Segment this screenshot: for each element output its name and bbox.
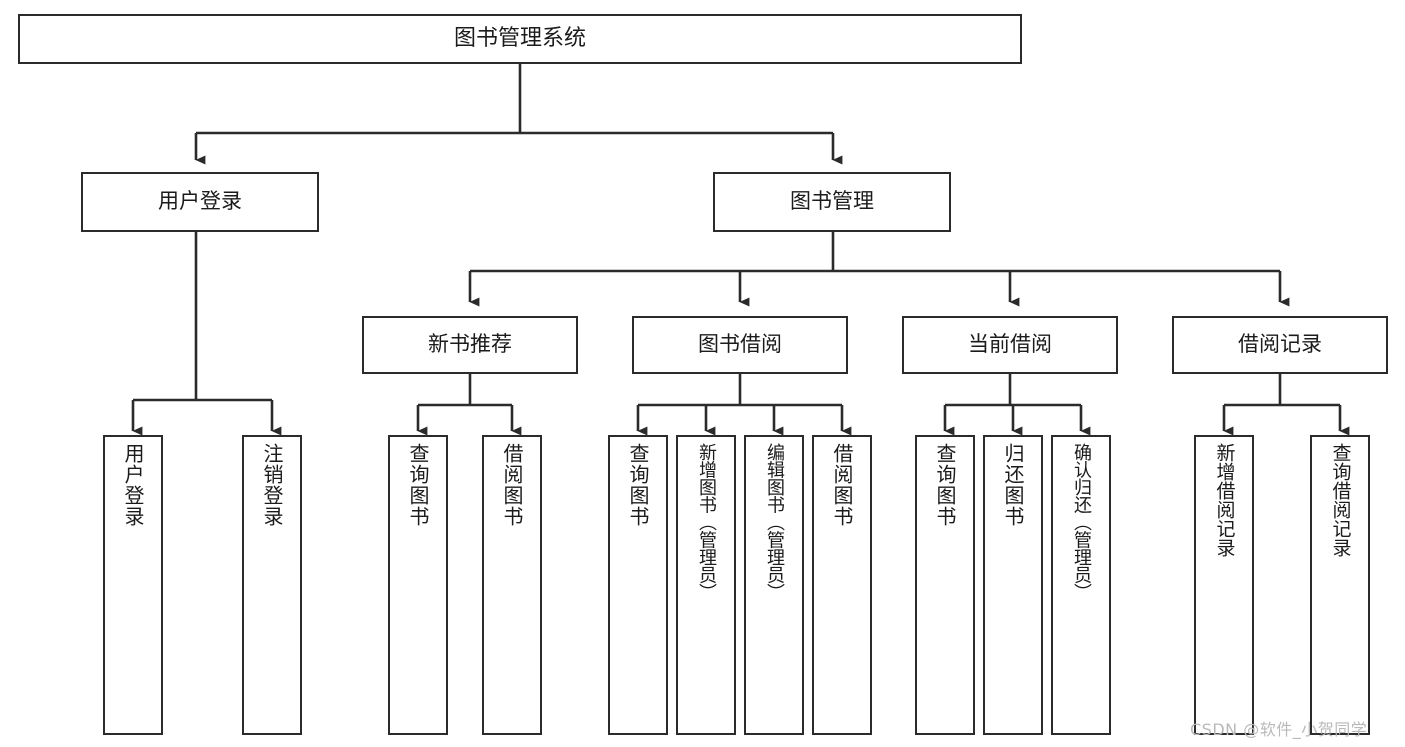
node-leaf-rec-add-record[interactable]: 新增借阅记录 <box>1194 435 1254 735</box>
node-leaf-cur-query-book[interactable]: 查询图书 <box>915 435 975 735</box>
node-leaf-cur-confirm-return-label: 确认归还（管理员） <box>1071 443 1092 601</box>
node-leaf-borrow-query-book-label: 查询图书 <box>626 443 650 527</box>
node-current-borrow-label: 当前借阅 <box>968 332 1052 357</box>
node-leaf-borrow-borrow-book-label: 借阅图书 <box>830 443 854 527</box>
node-leaf-user-logout-label: 注销登录 <box>260 443 284 527</box>
node-leaf-borrow-edit-book[interactable]: 编辑图书（管理员） <box>744 435 804 735</box>
node-leaf-user-login-label: 用户登录 <box>121 443 145 527</box>
node-leaf-rec-query-book-label: 查询图书 <box>406 443 430 527</box>
node-user-login-label: 用户登录 <box>158 189 242 214</box>
node-leaf-borrow-borrow-book[interactable]: 借阅图书 <box>812 435 872 735</box>
node-leaf-rec-add-record-label: 新增借阅记录 <box>1213 443 1236 557</box>
node-leaf-cur-confirm-return[interactable]: 确认归还（管理员） <box>1051 435 1111 735</box>
node-book-borrow[interactable]: 图书借阅 <box>632 316 848 374</box>
node-leaf-user-login[interactable]: 用户登录 <box>103 435 163 735</box>
node-borrow-record-label: 借阅记录 <box>1238 332 1322 357</box>
node-root[interactable]: 图书管理系统 <box>18 14 1022 64</box>
node-leaf-cur-return-book-label: 归还图书 <box>1001 443 1025 527</box>
node-leaf-rec-query-book[interactable]: 查询图书 <box>388 435 448 735</box>
node-leaf-cur-query-book-label: 查询图书 <box>933 443 957 527</box>
node-root-label: 图书管理系统 <box>453 25 586 51</box>
node-leaf-rec-borrow-book[interactable]: 借阅图书 <box>482 435 542 735</box>
node-leaf-borrow-edit-book-label: 编辑图书（管理员） <box>764 443 785 601</box>
node-book-manage-label: 图书管理 <box>790 189 874 214</box>
node-book-manage[interactable]: 图书管理 <box>713 172 951 232</box>
node-leaf-borrow-query-book[interactable]: 查询图书 <box>608 435 668 735</box>
node-current-borrow[interactable]: 当前借阅 <box>902 316 1118 374</box>
node-leaf-user-logout[interactable]: 注销登录 <box>242 435 302 735</box>
node-book-borrow-label: 图书借阅 <box>698 332 782 357</box>
node-leaf-rec-query-record-label: 查询借阅记录 <box>1329 443 1352 557</box>
node-new-book-rec-label: 新书推荐 <box>428 332 512 357</box>
node-leaf-borrow-add-book-label: 新增图书（管理员） <box>696 443 717 601</box>
node-user-login[interactable]: 用户登录 <box>81 172 319 232</box>
node-leaf-rec-borrow-book-label: 借阅图书 <box>500 443 524 527</box>
node-leaf-cur-return-book[interactable]: 归还图书 <box>983 435 1043 735</box>
node-borrow-record[interactable]: 借阅记录 <box>1172 316 1388 374</box>
node-new-book-rec[interactable]: 新书推荐 <box>362 316 578 374</box>
node-leaf-rec-query-record[interactable]: 查询借阅记录 <box>1310 435 1370 735</box>
node-leaf-borrow-add-book[interactable]: 新增图书（管理员） <box>676 435 736 735</box>
